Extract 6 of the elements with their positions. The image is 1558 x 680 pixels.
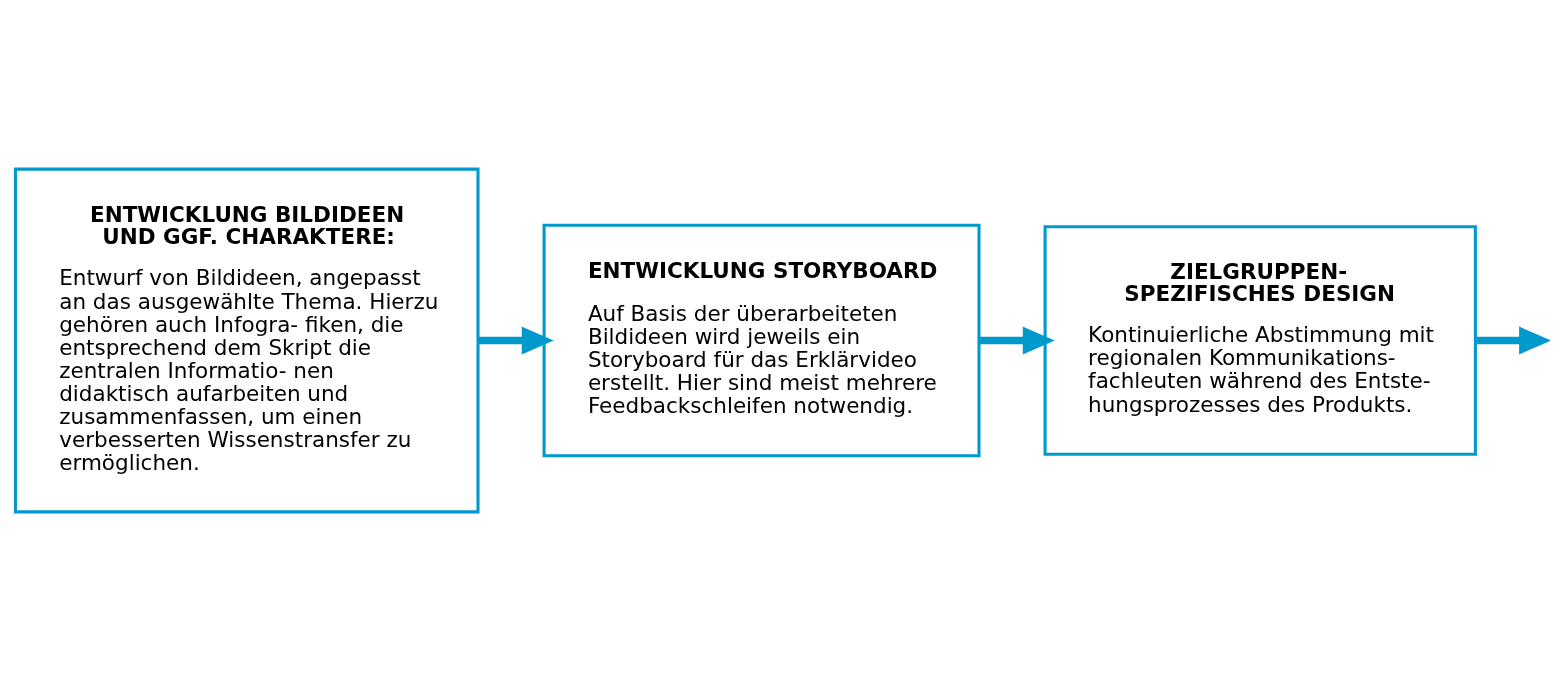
node-box: ENTWICKLUNG STORYBOARD Auf Basis der überarbeiteten Bildideen wird jeweils ein Storyboard für das Erklärvideo erstellt. Hier sind meist mehrere Feedbackschleifen notwendig.	[542, 223, 981, 457]
node-box: ENTWICKLUNG BILDIDEEN UND GGF. CHARAKTERE: Entwurf von Bildideen, angepasst an das ausgewählte Thema. Hierzu gehören auch Infogra- fiken, die entsprechend dem Skript die zentralen Informatio- nen didaktisch aufarbeiten und zusammenfassen, um einen verbesserten Wissenstransfer zu ermöglichen.	[13, 167, 480, 513]
node-box: ZIELGRUPPEN- SPEZIFISCHES DESIGN Kontinuierliche Abstimmung mit regionalen Kommunikations- fachleuten während des Entste- hungsprozesses des Produkts.	[1043, 224, 1477, 456]
arrow	[979, 326, 1055, 354]
arrow	[1475, 326, 1550, 354]
arrow	[478, 326, 554, 354]
